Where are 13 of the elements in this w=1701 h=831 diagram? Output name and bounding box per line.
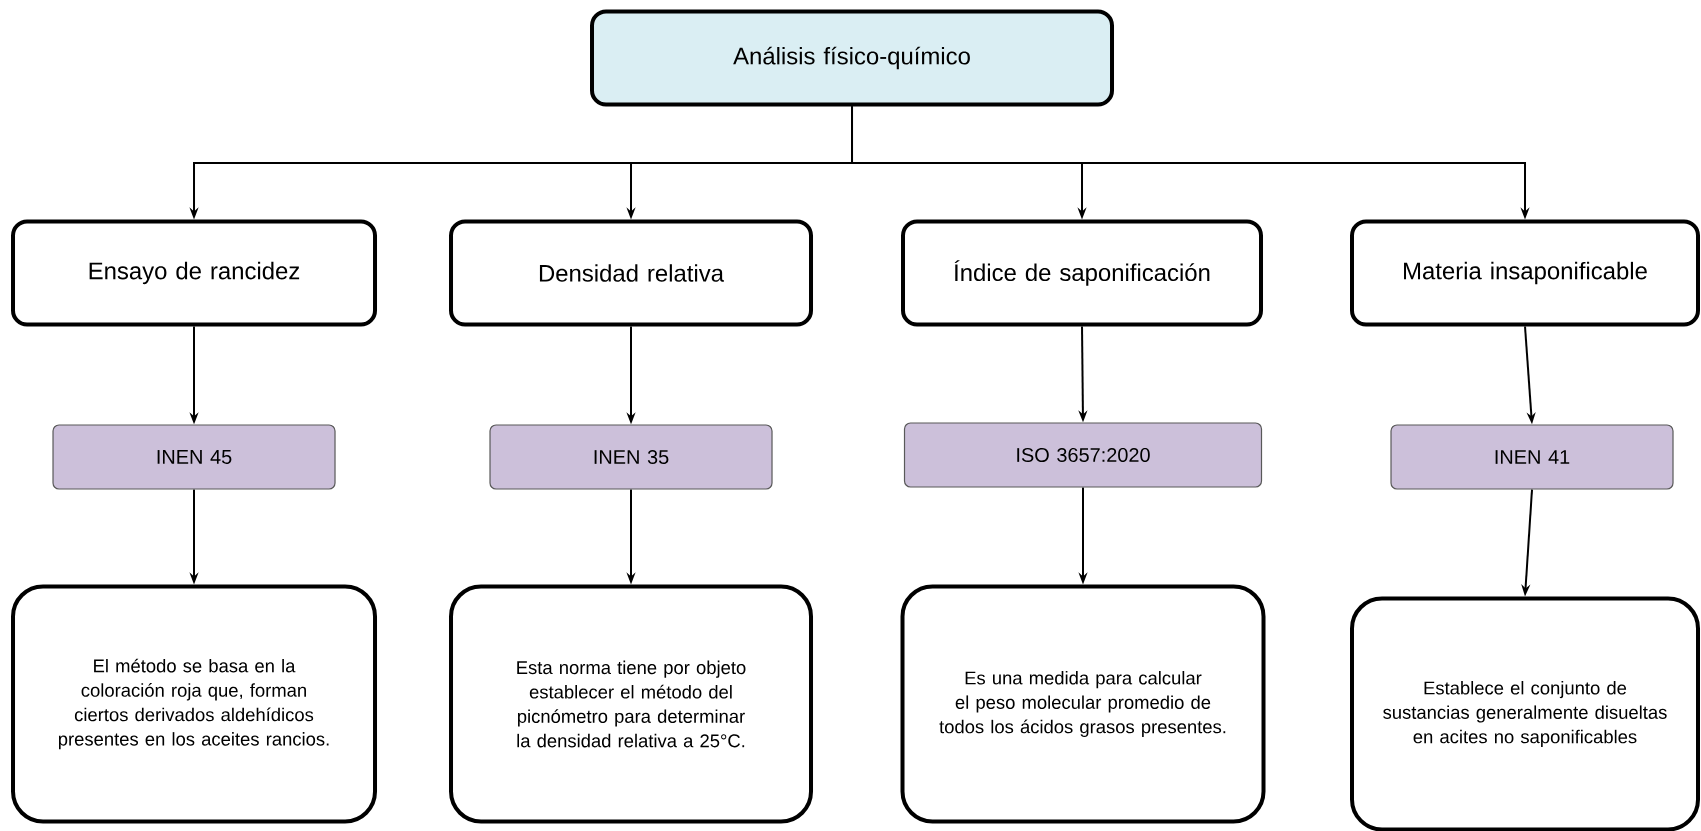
process-box: Índice de saponificación [901,219,1263,327]
process-box: Análisis físico-químico [590,9,1114,107]
description-box: Esta norma tiene por objeto establecer el método del picnómetro para determinar la densidad relativa a 25°C. [449,584,813,824]
standard-box: INEN 35 [489,424,773,490]
description-box: El método se basa en la coloración roja que, forman ciertos derivados aldehídicos presentes en los aceites rancios. [11,584,377,824]
standard-box: INEN 45 [52,424,336,490]
standard-box: INEN 41 [1390,424,1674,490]
process-box: Densidad relativa [449,219,813,327]
description-box: Establece el conjunto de sustancias generalmente disueltas en acites no saponificables [1350,596,1700,831]
process-box: Ensayo de rancidez [11,219,377,327]
standard-box: ISO 3657:2020 [903,422,1263,488]
description-box: Es una medida para calcular el peso molecular promedio de todos los ácidos grasos presentes. [900,584,1266,824]
process-box: Materia insaponificable [1350,219,1700,327]
